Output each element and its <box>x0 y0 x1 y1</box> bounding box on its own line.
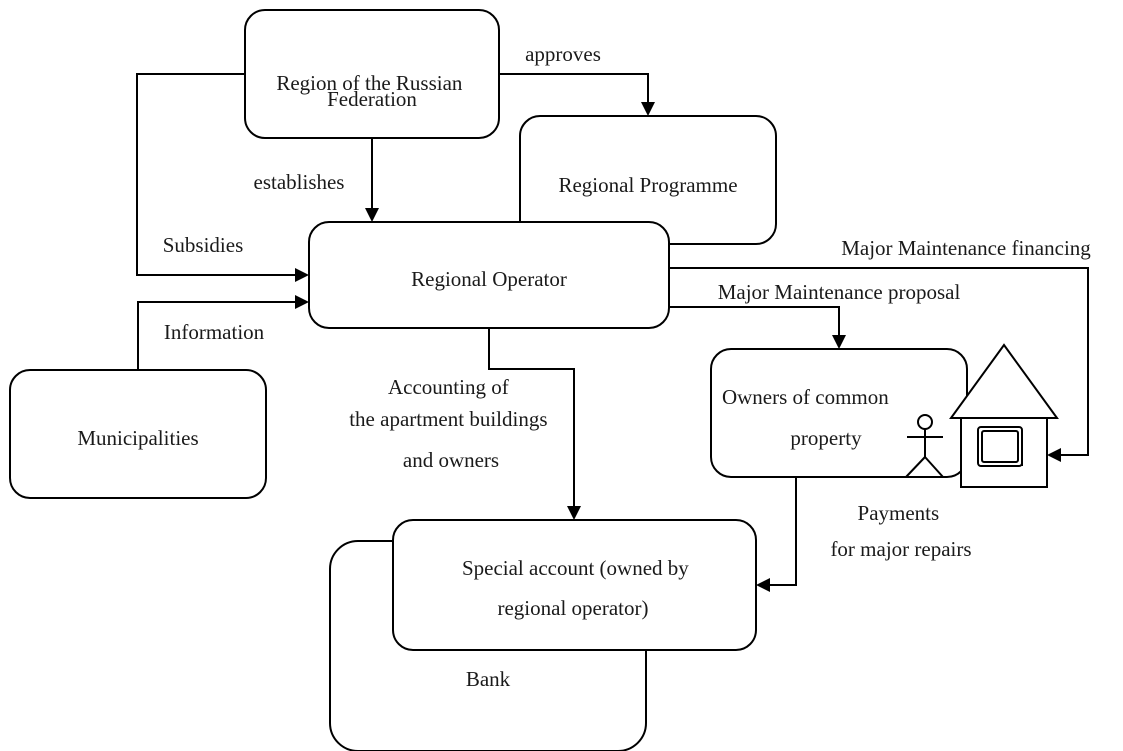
special-account-box <box>392 519 757 651</box>
edge-payments-arrowhead <box>756 578 770 592</box>
municipalities-label: Municipalities <box>77 426 198 450</box>
edge-accounting <box>488 328 575 508</box>
accounting-label: Accounting of the apartment buildings an… <box>349 375 553 472</box>
programme-label: Regional Programme <box>558 173 737 197</box>
edge-information <box>137 301 297 370</box>
edge-approves-arrowhead <box>641 102 655 116</box>
edge-accounting-arrowhead <box>567 506 581 520</box>
house-icon <box>949 343 1059 488</box>
person-icon <box>905 414 944 478</box>
information-label: Information <box>164 320 265 344</box>
proposal-label: Major Maintenance proposal <box>718 280 961 304</box>
payments-label: Payments for major repairs <box>830 501 971 561</box>
edge-proposal <box>669 306 840 337</box>
special-account-label: Special account (owned by regional opera… <box>462 556 694 620</box>
subsidies-label: Subsidies <box>163 233 244 257</box>
edge-financing-arrowhead <box>1047 448 1061 462</box>
establishes-label: establishes <box>254 170 345 194</box>
edge-subsidies-arrowhead <box>295 268 309 282</box>
approves-label: approves <box>525 42 601 66</box>
edge-subsidies <box>136 73 297 276</box>
owners-box <box>710 348 968 478</box>
edge-approves <box>499 73 649 104</box>
operator-label: Regional Operator <box>411 267 567 291</box>
edge-payments <box>768 477 797 586</box>
financing-label: Major Maintenance financing <box>841 236 1091 260</box>
edge-financing <box>669 267 1089 456</box>
edge-establishes-arrowhead <box>365 208 379 222</box>
bank-label: Bank <box>466 667 511 691</box>
edge-proposal-arrowhead <box>832 335 846 349</box>
owners-label: Owners of common property <box>722 385 894 450</box>
edge-information-arrowhead <box>295 295 309 309</box>
region-label: Region of the Russian Federation <box>276 71 467 111</box>
